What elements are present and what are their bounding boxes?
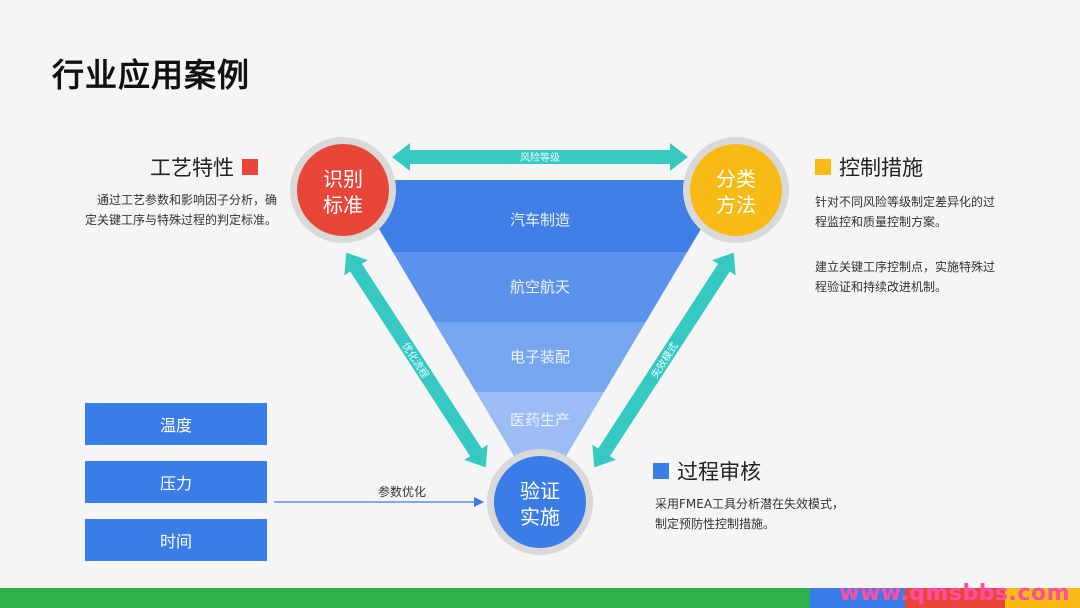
blue-square-icon: [653, 463, 669, 479]
desc-line: 定关键工序与特殊过程的判定标准。: [84, 213, 277, 227]
circle-classify: 分类 方法: [683, 137, 789, 243]
yellow-square-icon: [815, 159, 831, 175]
factor-pressure: 压力: [85, 461, 267, 503]
circle-classify-line2: 方法: [716, 193, 756, 217]
desc-line: 制定预防性控制措施。: [655, 517, 776, 531]
desc-line: 针对不同风险等级制定差异化的过: [815, 195, 996, 209]
footer-blue-segment: [810, 588, 905, 608]
factor-temperature: 温度: [85, 403, 267, 445]
watermark: www.qmsbbs.com: [839, 581, 1070, 606]
top-arrow-label: 风险等级: [520, 151, 560, 164]
footer-yellow-segment: [1005, 588, 1080, 608]
desc-line: 程验证和持续改进机制。: [815, 280, 948, 294]
control-measures-heading: 控制措施: [815, 152, 923, 182]
funnel-layer-1: [350, 180, 730, 252]
process-characteristics-heading: 工艺特性: [150, 152, 258, 182]
left-arrow-label: 优化流程: [399, 340, 432, 381]
desc-line: 通过工艺参数和影响因子分析，确: [96, 193, 277, 207]
desc-line: 采用FMEA工具分析潜在失效模式，: [655, 497, 845, 511]
control-measures-title: 控制措施: [839, 156, 923, 180]
control-measures-desc-1: 针对不同风险等级制定差异化的过 程监控和质量控制方案。: [815, 192, 1030, 232]
circle-identify: 识别 标准: [290, 137, 396, 243]
desc-line: 程监控和质量控制方案。: [815, 215, 948, 229]
page-title: 行业应用案例: [52, 56, 251, 94]
process-audit-desc: 采用FMEA工具分析潜在失效模式， 制定预防性控制措施。: [655, 494, 885, 534]
factor-arrow: [274, 497, 484, 507]
process-audit-title: 过程审核: [677, 460, 761, 484]
funnel-label-1: 汽车制造: [510, 211, 570, 229]
control-measures-desc-2: 建立关键工序控制点，实施特殊过 程验证和持续改进机制。: [815, 257, 1030, 297]
funnel-label-4: 医药生产: [510, 411, 570, 429]
process-audit-heading: 过程审核: [653, 456, 761, 486]
red-square-icon: [242, 159, 258, 175]
process-characteristics-desc: 通过工艺参数和影响因子分析，确 定关键工序与特殊过程的判定标准。: [52, 190, 277, 230]
funnel-label-2: 航空航天: [510, 278, 570, 296]
funnel-label-3: 电子装配: [510, 348, 570, 366]
circle-verify-line1: 验证: [520, 479, 560, 503]
top-double-arrow: 风险等级: [392, 143, 688, 171]
circle-classify-line1: 分类: [716, 167, 756, 191]
factor-time: 时间: [85, 519, 267, 561]
footer-color-bar: [0, 588, 1080, 608]
desc-line: 建立关键工序控制点，实施特殊过: [815, 260, 996, 274]
circle-identify-line2: 标准: [323, 193, 363, 217]
circle-identify-line1: 识别: [323, 167, 363, 191]
process-characteristics-title: 工艺特性: [150, 156, 234, 180]
factor-arrow-label: 参数优化: [378, 485, 427, 499]
circle-verify: 验证 实施: [487, 449, 593, 555]
footer-green-segment: [0, 588, 810, 608]
circle-verify-line2: 实施: [520, 505, 560, 529]
footer-red-segment: [905, 588, 1005, 608]
right-arrow-label: 失效模式: [648, 340, 681, 381]
